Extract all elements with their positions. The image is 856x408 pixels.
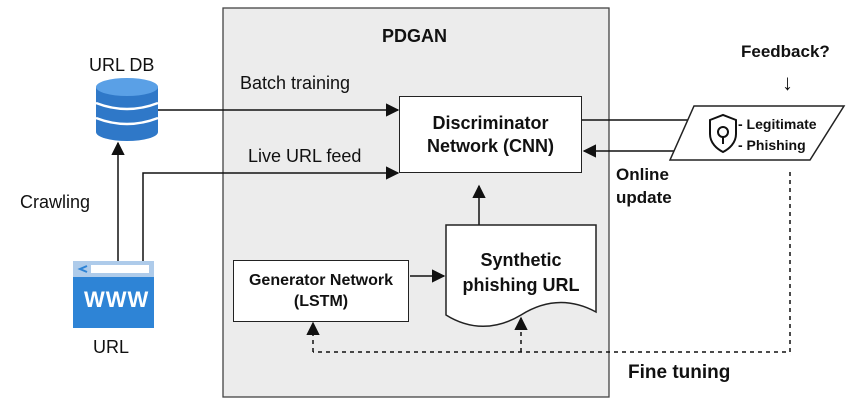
- generator-line2: (LSTM): [293, 293, 349, 310]
- output-text: - Legitimate - Phishing: [738, 114, 817, 156]
- url-db-label: URL DB: [89, 55, 155, 75]
- synthetic-url-text: Synthetic phishing URL: [446, 248, 596, 298]
- www-label: WWW: [84, 287, 150, 312]
- www-browser-icon: [73, 261, 154, 328]
- synthetic-line2: phishing URL: [462, 275, 580, 295]
- discriminator-line2: Network (CNN): [426, 135, 554, 156]
- database-icon: [95, 78, 159, 141]
- feedback-label: Feedback?: [741, 42, 830, 61]
- generator-line1: Generator Network: [248, 272, 394, 289]
- discriminator-line1: Discriminator: [432, 112, 549, 133]
- batch-training-label: Batch training: [240, 73, 351, 93]
- feedback-arrow-icon: ↓: [782, 70, 793, 95]
- live-feed-arrow: [142, 166, 400, 261]
- synthetic-line1: Synthetic: [480, 250, 562, 270]
- crawling-label: Crawling: [20, 192, 91, 212]
- fine-tuning-path: [313, 172, 791, 353]
- online-update-line2: update: [616, 188, 672, 207]
- fine-tuning-label: Fine tuning: [628, 362, 731, 383]
- shield-icon: [709, 113, 737, 154]
- synthetic-url-shape: [445, 224, 597, 327]
- pdgan-title: PDGAN: [382, 26, 448, 46]
- live-feed-label: Live URL feed: [248, 146, 362, 166]
- discriminator-box: Discriminator Network (CNN): [399, 96, 582, 173]
- output-phishing: - Phishing: [738, 137, 806, 153]
- pdgan-panel: [222, 7, 610, 398]
- generator-box: Generator Network (LSTM): [233, 260, 409, 322]
- output-legitimate: - Legitimate: [738, 116, 817, 132]
- online-update-label: Online update: [616, 163, 672, 209]
- online-update-line1: Online: [616, 165, 669, 184]
- url-label: URL: [93, 337, 130, 357]
